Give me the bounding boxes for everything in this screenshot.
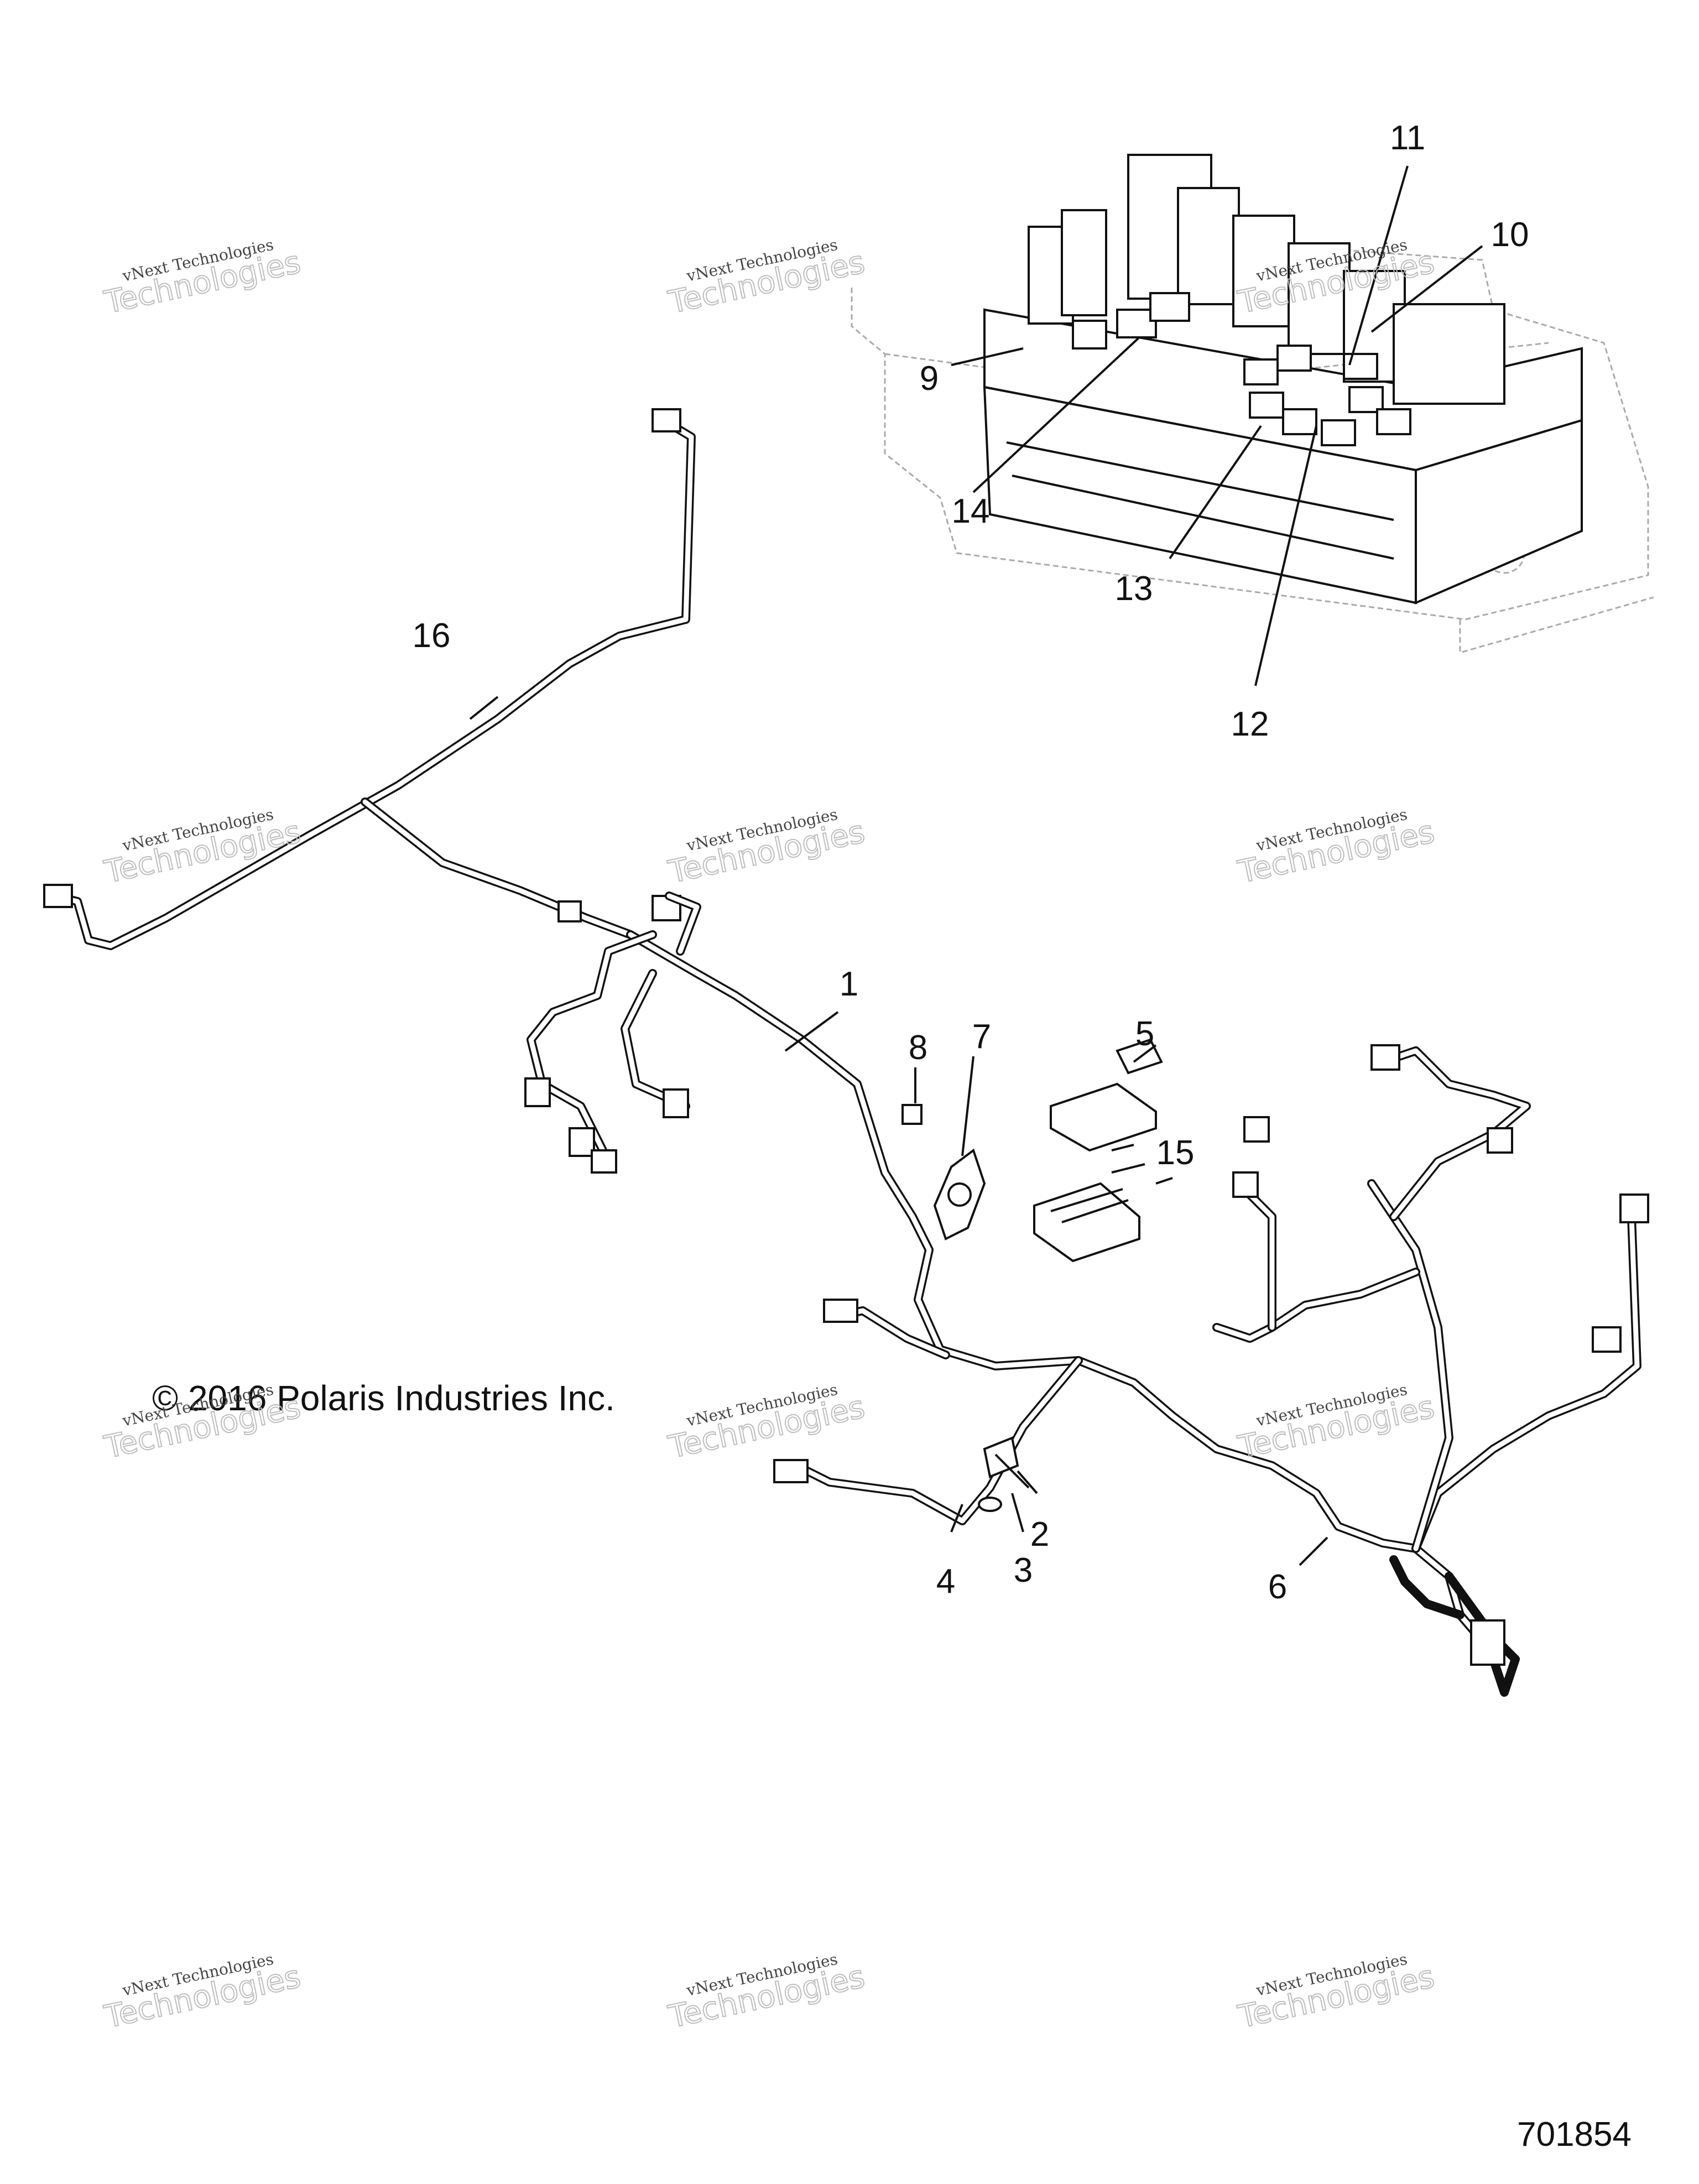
callout-16: 16: [413, 617, 451, 655]
callout-11: 11: [1390, 119, 1425, 157]
callout-2: 2: [1030, 1515, 1049, 1554]
callout-12: 12: [1231, 705, 1269, 743]
callout-3: 3: [1014, 1551, 1033, 1589]
callout-14: 14: [952, 492, 990, 530]
main-harness-1: [524, 892, 1649, 1697]
harness-16: [43, 408, 696, 950]
fuse-box-assembly: [851, 154, 1654, 654]
callout-6: 6: [1268, 1568, 1287, 1606]
callout-15: 15: [1156, 1134, 1195, 1172]
callout-8: 8: [909, 1029, 927, 1067]
callout-5: 5: [1135, 1015, 1154, 1053]
callout-4: 4: [936, 1562, 955, 1601]
callout-labels: 1 2 3 4 5 6 7 8 9 10 11 12 13 14 15 16: [413, 119, 1529, 1606]
copyright-notice: © 2016 Polaris Industries Inc.: [152, 1378, 615, 1418]
callout-7: 7: [972, 1018, 991, 1056]
callout-1: 1: [840, 965, 858, 1003]
leader-lines: [469, 165, 1483, 1566]
callout-13: 13: [1115, 570, 1153, 608]
callout-9: 9: [920, 359, 939, 398]
callout-10: 10: [1491, 216, 1529, 254]
diagram-part-number: 701854: [1517, 2115, 1632, 2154]
